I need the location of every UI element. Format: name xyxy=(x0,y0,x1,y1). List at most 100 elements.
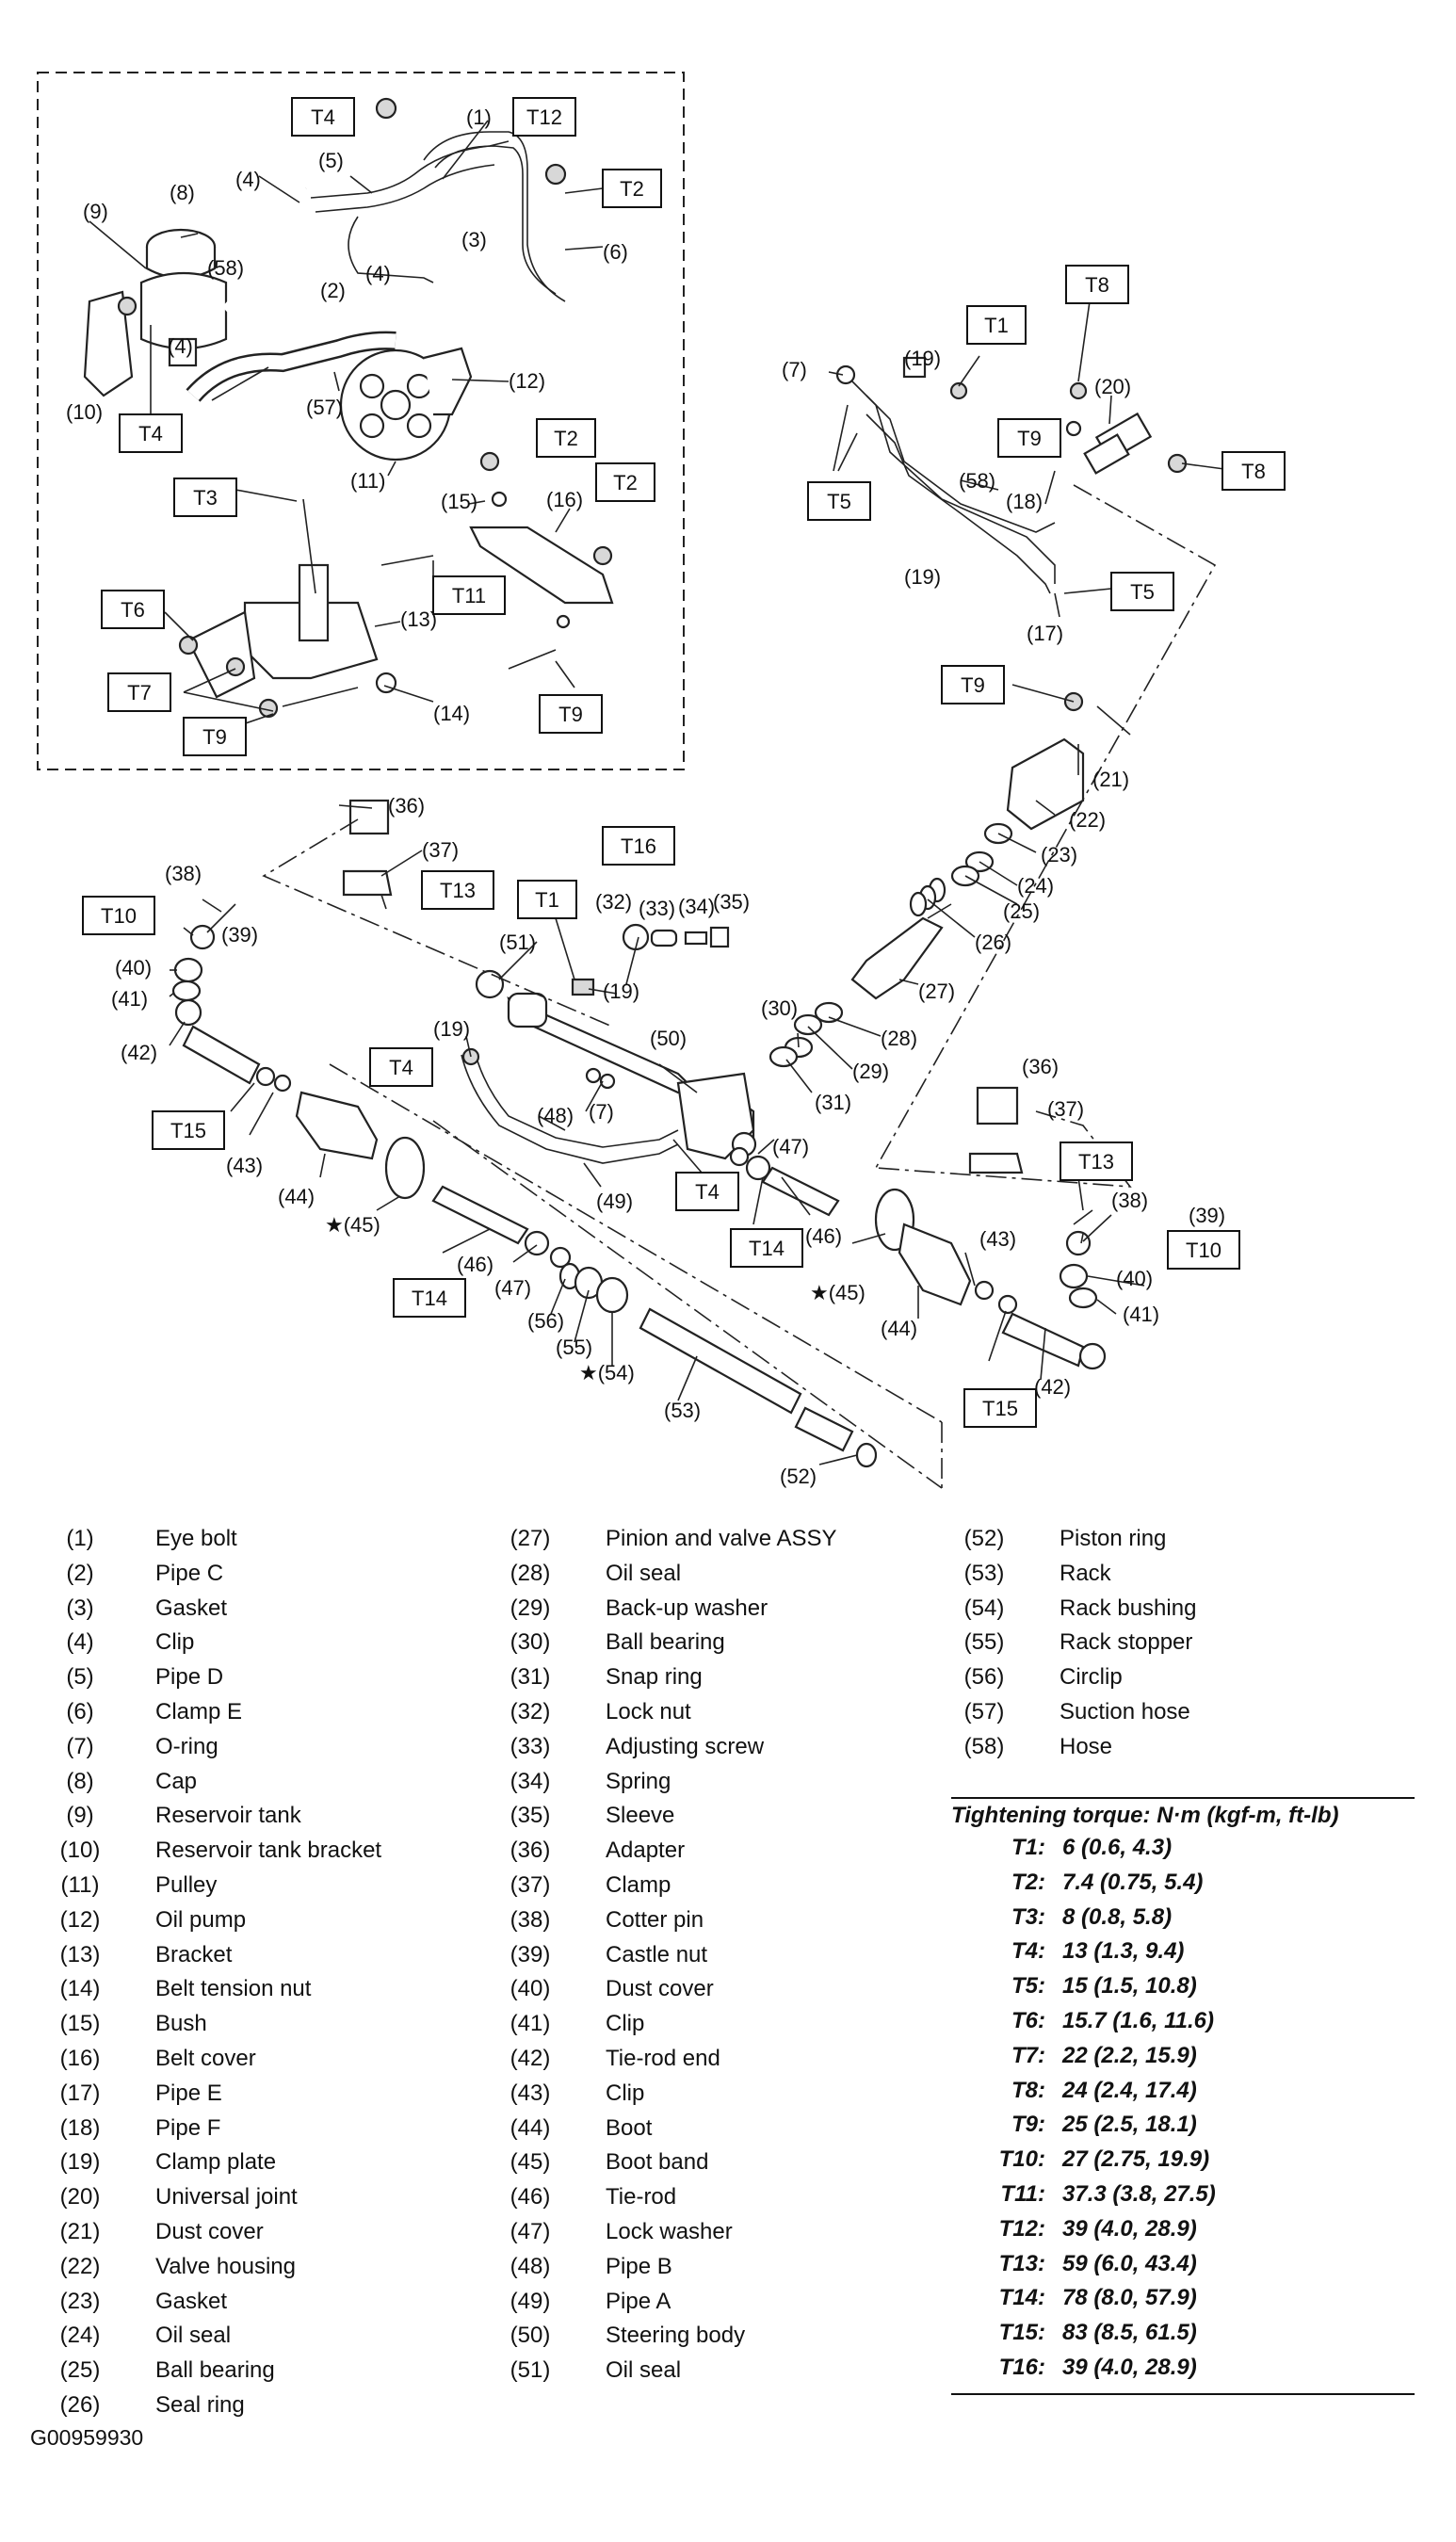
torque-rows: T1:6 (0.6, 4.3)T2:7.4 (0.75, 5.4)T3:8 (0… xyxy=(951,1835,1415,2389)
torque-value: 78 (8.0, 57.9) xyxy=(1062,2285,1197,2311)
svg-text:T12: T12 xyxy=(526,105,562,129)
legend-row: (24)Oil seal xyxy=(38,2323,490,2357)
callout-t14-right: T14 xyxy=(730,1228,803,1268)
pipes-a-b xyxy=(461,1047,679,1164)
legend-part-name: Seal ring xyxy=(155,2392,245,2418)
legend-row: (40)Dust cover xyxy=(488,1976,940,2011)
legend-part-number: (42) xyxy=(510,2046,551,2071)
label-29: (29) xyxy=(852,1060,889,1083)
label-11: (11) xyxy=(350,469,386,493)
label-16: (16) xyxy=(546,488,583,511)
label-14: (14) xyxy=(433,702,470,725)
legend-row: (39) Castle nut xyxy=(488,1942,940,1977)
callout-t15-left: T15 xyxy=(152,1110,225,1150)
label-42b: (42) xyxy=(1034,1375,1071,1399)
callout-t4-left: T4 xyxy=(119,413,183,453)
legend-row: (58)Hose xyxy=(942,1734,1432,1769)
svg-text:T1: T1 xyxy=(535,888,559,912)
oil-pump xyxy=(339,347,473,461)
legend-part-number: (10) xyxy=(59,1838,101,1864)
legend-row: (1)Eye bolt xyxy=(38,1526,490,1561)
svg-text:T8: T8 xyxy=(1085,273,1109,297)
legend-part-name: Oil pump xyxy=(155,1906,247,1933)
legend-row: (30)Ball bearing xyxy=(488,1629,940,1664)
callout-t3: T3 xyxy=(173,478,237,517)
pinion-valve-assy xyxy=(850,903,952,1000)
legend-part-name: Back-up washer xyxy=(606,1595,768,1621)
legend-part-number: (5) xyxy=(66,1664,94,1691)
label-37a: (37) xyxy=(422,838,459,862)
label-39b: (39) xyxy=(1189,1204,1225,1227)
legend-part-name: Universal joint xyxy=(155,2184,298,2210)
label-44b: (44) xyxy=(881,1317,917,1340)
label-40a: (40) xyxy=(115,956,152,980)
callout-t9-upper: T9 xyxy=(997,418,1061,458)
svg-text:T9: T9 xyxy=(961,673,985,697)
callout-t16: T16 xyxy=(602,826,675,866)
legend-part-name: Tie-rod xyxy=(606,2184,677,2210)
reservoir-tank xyxy=(139,228,228,367)
label-43a: (43) xyxy=(226,1154,263,1177)
svg-text:T14: T14 xyxy=(749,1237,785,1260)
legend-part-name: Circlip xyxy=(1060,1664,1123,1691)
legend-row: (14)Belt tension nut xyxy=(38,1976,490,2011)
torque-id: T8: xyxy=(1011,2077,1045,2103)
legend-part-number: (57) xyxy=(963,1699,1005,1724)
label-3: (3) xyxy=(461,228,487,251)
legend-row: (22)Valve housing xyxy=(38,2254,490,2289)
legend-row: (20)Universal joint xyxy=(38,2184,490,2219)
callout-t10-left: T10 xyxy=(82,896,155,935)
svg-text:T2: T2 xyxy=(554,427,578,450)
legend-part-number: (58) xyxy=(963,1733,1005,1759)
legend-part-number: (52) xyxy=(963,1526,1005,1551)
label-50: (50) xyxy=(650,1027,687,1050)
torque-row: T2:7.4 (0.75, 5.4) xyxy=(951,1870,1415,1904)
legend-part-name: Reservoir tank xyxy=(155,1803,301,1829)
torque-row: T13:59 (6.0, 43.4) xyxy=(951,2251,1415,2286)
label-39a: (39) xyxy=(221,923,258,947)
legend-part-name: Clip xyxy=(606,2011,645,2037)
legend-part-number: (34) xyxy=(510,1768,551,1794)
legend-part-name: Oil seal xyxy=(606,1560,682,1586)
legend-part-number: (37) xyxy=(510,1872,551,1898)
legend-row: (55)Rack stopper xyxy=(942,1629,1432,1664)
torque-id: T7: xyxy=(1011,2042,1045,2068)
part-number-labels: (1) (5) (4) (8) (9) (3) (6) (58) (4) (2)… xyxy=(66,105,1225,1488)
legend-part-number: (41) xyxy=(510,2011,551,2037)
legend-column-1: (1)Eye bolt(2)Pipe C(3)Gasket(4)Clip(5)P… xyxy=(38,1526,490,2468)
left-tie-rod xyxy=(431,1185,572,1269)
label-4a: (4) xyxy=(235,168,261,191)
legend-row: (52)Piston ring xyxy=(942,1526,1432,1561)
svg-text:T3: T3 xyxy=(193,486,218,510)
legend-part-number: (21) xyxy=(59,2219,101,2244)
legend-part-name: Dust cover xyxy=(606,1976,714,2002)
legend-row: (8)Cap xyxy=(38,1769,490,1804)
legend-part-name: Castle nut xyxy=(606,1941,708,1967)
label-32: (32) xyxy=(595,890,632,914)
legend-part-name: Gasket xyxy=(155,1595,228,1621)
legend-part-number: (3) xyxy=(66,1595,94,1621)
legend-part-name: Pipe D xyxy=(155,1664,224,1691)
legend-part-number: (39) xyxy=(510,1941,551,1967)
legend-row: (44)Boot xyxy=(488,2115,940,2150)
legend-row: (27)Pinion and valve ASSY xyxy=(488,1526,940,1561)
torque-row: T10:27 (2.75, 19.9) xyxy=(951,2146,1415,2181)
legend-part-number: (24) xyxy=(59,2323,101,2349)
legend-part-name: Clamp xyxy=(606,1872,671,1898)
callout-t7: T7 xyxy=(107,672,171,712)
legend-row: (49)Pipe A xyxy=(488,2289,940,2323)
legend-row: (50)Steering body xyxy=(488,2323,940,2357)
svg-text:T5: T5 xyxy=(827,490,851,513)
torque-value: 22 (2.2, 15.9) xyxy=(1062,2042,1197,2068)
label-41a: (41) xyxy=(111,987,148,1011)
left-tie-rod-end xyxy=(171,899,292,1093)
legend-row: (3) Gasket xyxy=(38,1595,490,1630)
label-47b: (47) xyxy=(494,1276,531,1300)
torque-row: T1:6 (0.6, 4.3) xyxy=(951,1835,1415,1870)
legend-part-number: (8) xyxy=(66,1768,94,1794)
legend-part-name: Adjusting screw xyxy=(606,1733,765,1759)
legend-row: (48)Pipe B xyxy=(488,2254,940,2289)
adjuster-parts xyxy=(475,923,730,999)
legend-part-number: (51) xyxy=(510,2357,551,2384)
pipes-e-f xyxy=(835,356,1056,594)
